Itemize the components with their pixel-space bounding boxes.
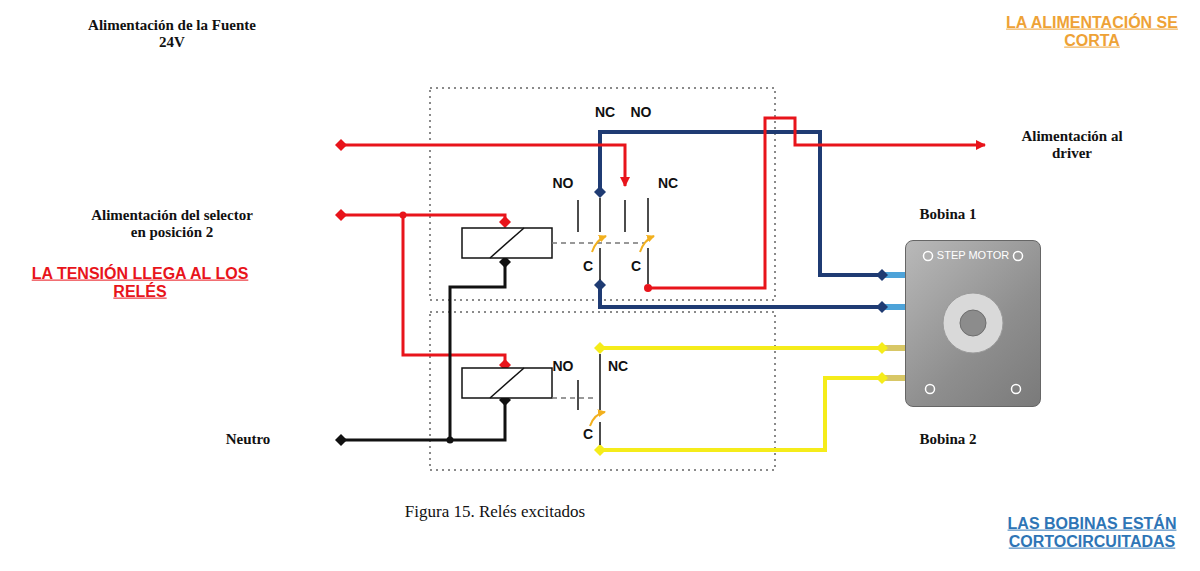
terminal (335, 139, 347, 151)
junction (400, 212, 407, 219)
terminal-label: Neutro (226, 431, 271, 448)
coil-label: Bobina 2 (919, 431, 976, 448)
relay-housing (430, 88, 775, 300)
terminal-label: Alimentación del selector en posición 2 (85, 207, 260, 242)
terminal (876, 269, 888, 281)
terminal-label: Alimentación de la Fuente 24V (85, 17, 260, 52)
relay-coil (462, 228, 552, 258)
relay-housing (430, 312, 775, 470)
terminal (876, 342, 888, 354)
terminal (335, 434, 347, 446)
wire (341, 145, 625, 186)
contact-label: C (583, 426, 593, 442)
contact-label: NO (631, 104, 652, 120)
wire (341, 215, 505, 222)
stepper-motor: STEP MOTOR (905, 240, 1041, 407)
contact-label: NO (553, 175, 574, 191)
contact-label: C (583, 258, 593, 274)
terminal (594, 279, 606, 291)
terminal (644, 284, 652, 292)
figure-caption: Figura 15. Relés excitados (405, 502, 585, 522)
terminal (594, 342, 606, 354)
relay-contacts (578, 198, 648, 284)
terminal (876, 372, 888, 384)
terminal (335, 209, 347, 221)
terminal (499, 216, 511, 228)
coil-label: Bobina 1 (919, 206, 976, 223)
terminal (876, 301, 888, 313)
relay-coil (462, 368, 552, 398)
motor-body (906, 241, 1040, 406)
junction (447, 437, 454, 444)
wire (450, 262, 505, 440)
mechanical-link (552, 242, 645, 244)
wire (600, 378, 882, 450)
switch-arrow (592, 236, 606, 252)
switch-arrow (640, 236, 654, 252)
callout-note: LA ALIMENTACIÓN SE CORTA (990, 14, 1195, 51)
mechanical-link (552, 397, 597, 399)
contact-label: C (631, 258, 641, 274)
contact-label: NC (608, 358, 628, 374)
contact-label: NC (658, 175, 678, 191)
wire (341, 400, 505, 440)
motor-label: STEP MOTOR (906, 249, 1040, 261)
switch-arrow (590, 412, 605, 426)
callout-note: LA TENSIÓN LLEGA AL LOS RELÉS (23, 265, 258, 302)
callout-note: LAS BOBINAS ESTÁN CORTOCIRCUITADAS (992, 515, 1192, 552)
wire (600, 346, 882, 350)
terminal (594, 444, 606, 456)
terminal-label: Alimentación al driver (1008, 128, 1136, 163)
contact-label: NC (595, 104, 615, 120)
terminal (594, 186, 606, 198)
contact-label: NO (553, 358, 574, 374)
wire (600, 132, 882, 275)
relay-contacts (578, 354, 600, 445)
